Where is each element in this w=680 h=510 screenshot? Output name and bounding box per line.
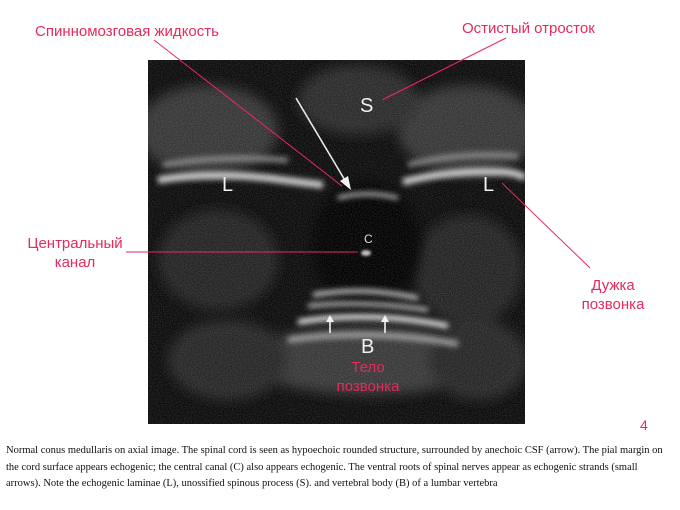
annotation-csf: Спинномозговая жидкость (35, 23, 219, 40)
annotation-vertebral-body: Тело позвонка (318, 358, 418, 396)
annotation-vertebral-body-line2: позвонка (336, 378, 400, 395)
label-c: C (364, 232, 373, 246)
label-b: B (361, 336, 375, 358)
annotation-spinous-process: Остистый отросток (462, 20, 595, 37)
label-l-left: L (222, 174, 234, 196)
label-l-right: L (483, 174, 495, 196)
annotation-lamina-line1: Дужка (591, 277, 635, 294)
label-s: S (360, 95, 374, 117)
annotation-lamina-line2: позвонка (581, 296, 645, 313)
annotation-central-canal-line1: Центральный (27, 235, 123, 252)
figure-caption: Normal conus medullaris on axial image. … (6, 445, 663, 489)
annotation-lamina: Дужка позвонка (563, 276, 663, 314)
annotation-central-canal-line2: канал (54, 254, 96, 271)
page-number: 4 (640, 417, 648, 433)
annotation-central-canal: Центральный канал (20, 234, 130, 272)
annotation-vertebral-body-line1: Тело (351, 359, 385, 376)
